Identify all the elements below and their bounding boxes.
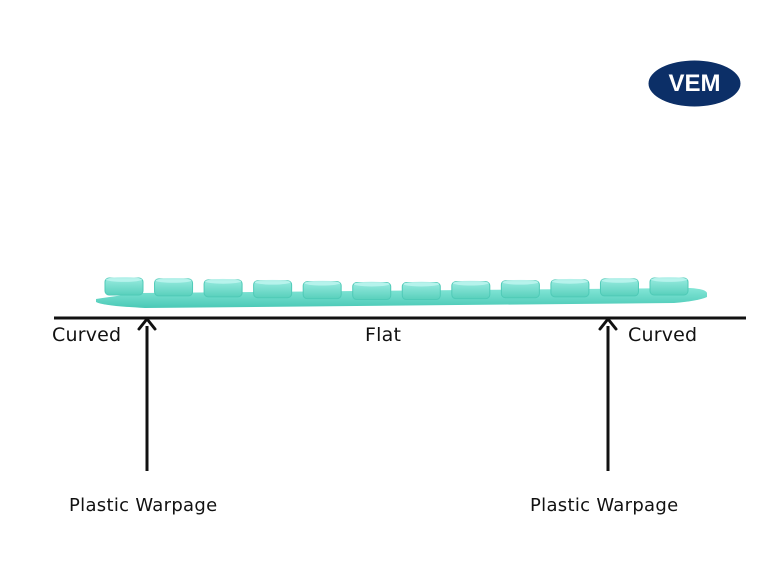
- label-right-curved: Curved: [628, 326, 697, 345]
- plastic-well-top: [453, 281, 489, 286]
- plastic-well-top: [552, 279, 588, 284]
- plastic-well-top: [255, 280, 291, 285]
- vem-logo-text: VEM: [668, 70, 720, 97]
- plastic-well-top: [106, 277, 142, 282]
- plastic-well-top: [502, 280, 538, 285]
- plastic-well-top: [601, 278, 637, 283]
- plastic-well-top: [651, 277, 687, 282]
- plastic-well-top: [403, 282, 439, 287]
- plastic-well-top: [205, 279, 241, 284]
- label-center-flat: Flat: [365, 326, 401, 345]
- label-bottom-left-warpage: Plastic Warpage: [69, 497, 217, 515]
- vem-logo: VEM: [647, 59, 742, 108]
- plastic-part: [96, 277, 707, 308]
- plastic-well-top: [304, 281, 340, 286]
- label-left-curved: Curved: [52, 326, 121, 345]
- warpage-arrow-left: [139, 319, 155, 471]
- plastic-well-top: [354, 282, 390, 287]
- label-bottom-right-warpage: Plastic Warpage: [530, 497, 678, 515]
- plastic-well-top: [156, 278, 192, 283]
- warpage-arrow-right: [600, 319, 616, 471]
